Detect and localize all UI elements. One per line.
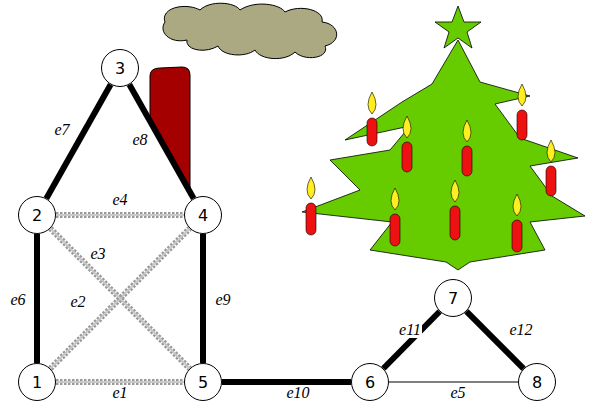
graph-edge (383, 312, 439, 369)
graph-edge (56, 215, 184, 216)
edge-label: e12 (508, 322, 533, 338)
graph-edge (466, 311, 523, 368)
edge-label: e3 (89, 246, 106, 262)
vertex-circle: 5 (184, 363, 222, 401)
edge-label: e6 (9, 292, 26, 308)
vertex-number: 7 (448, 289, 458, 308)
graph-edge (389, 382, 518, 383)
christmas-tree (302, 6, 585, 270)
vertex-number: 6 (365, 373, 375, 392)
vertex-number: 5 (198, 373, 208, 392)
graph-edge (203, 234, 204, 363)
graph-edge (46, 85, 110, 199)
graph-edge (50, 228, 189, 368)
vertex-number: 1 (32, 373, 42, 392)
vertex-number: 4 (198, 206, 208, 225)
edge-label: e11 (398, 322, 422, 338)
graph-edge (56, 382, 184, 383)
vertex-number: 2 (32, 206, 42, 225)
smoke-cloud (163, 3, 337, 58)
edge-label: e4 (111, 192, 128, 208)
edge-label: e1 (111, 385, 128, 401)
vertex-circle: 2 (18, 196, 56, 234)
vertex-circle: 8 (518, 363, 556, 401)
vertex-circle: 7 (434, 279, 472, 317)
vertex-circle: 6 (351, 363, 389, 401)
edge-label: e2 (69, 294, 86, 310)
vertex-number: 3 (115, 59, 125, 78)
edge-label: e5 (449, 385, 466, 401)
edge-label: e8 (131, 132, 148, 148)
graph-edge (37, 234, 38, 363)
vertex-circle: 1 (18, 363, 56, 401)
vertex-number: 8 (532, 373, 542, 392)
edge-label: e10 (285, 385, 310, 401)
vertex-circle: 4 (184, 196, 222, 234)
graph-edge (129, 85, 193, 199)
graph-edge (222, 382, 351, 383)
vertex-circle: 3 (101, 49, 139, 87)
graph-edge (50, 228, 189, 368)
edge-label: e7 (53, 122, 70, 138)
edge-label: e9 (214, 292, 231, 308)
